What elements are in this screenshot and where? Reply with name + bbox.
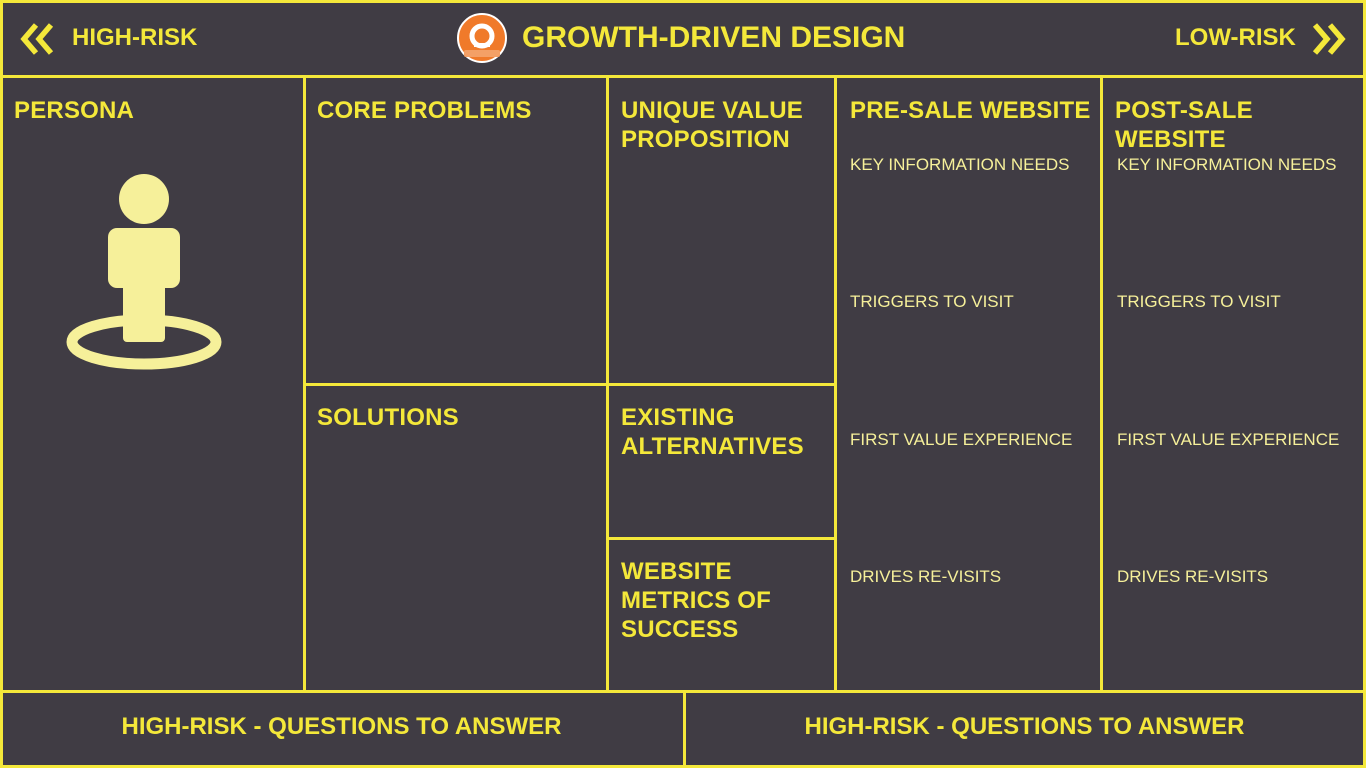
website-metrics-title-line2: METRICS OF xyxy=(621,587,771,614)
existing-alternatives-title-line1: EXISTING xyxy=(621,404,735,431)
unique-value-title-line1: UNIQUE VALUE xyxy=(621,97,803,124)
core-problems-title: CORE PROBLEMS xyxy=(317,97,532,124)
hubspot-academy-logo-icon xyxy=(457,13,507,63)
persona-title: PERSONA xyxy=(14,97,135,124)
double-chevron-right-icon xyxy=(1312,23,1346,55)
persona-cell xyxy=(0,75,306,693)
pre-sale-item: KEY INFORMATION NEEDS xyxy=(850,155,1070,174)
existing-alternatives-title-line2: ALTERNATIVES xyxy=(621,433,804,460)
post-sale-item: TRIGGERS TO VISIT xyxy=(1117,292,1281,311)
header-right-label: LOW-RISK xyxy=(1175,24,1296,51)
website-metrics-title-line1: WEBSITE xyxy=(621,558,732,585)
pre-sale-item: TRIGGERS TO VISIT xyxy=(850,292,1014,311)
post-sale-item: KEY INFORMATION NEEDS xyxy=(1117,155,1337,174)
header-left-label: HIGH-RISK xyxy=(72,24,198,51)
person-on-platform-icon xyxy=(66,174,222,370)
footer-right-cell xyxy=(683,690,1366,768)
post-sale-title: POST-SALE WEBSITE xyxy=(1115,97,1253,153)
page-title: GROWTH-DRIVEN DESIGN xyxy=(522,21,906,54)
double-chevron-left-icon xyxy=(20,23,54,55)
pre-sale-item: FIRST VALUE EXPERIENCE xyxy=(850,430,1073,449)
footer-left-label: HIGH-RISK - QUESTIONS TO ANSWER xyxy=(121,713,562,740)
unique-value-title-line2: PROPOSITION xyxy=(621,126,790,153)
footer-right-label: HIGH-RISK - QUESTIONS TO ANSWER xyxy=(804,713,1245,740)
post-sale-item: FIRST VALUE EXPERIENCE xyxy=(1117,430,1340,449)
pre-sale-item: DRIVES RE-VISITS xyxy=(850,567,1002,586)
pre-sale-title: PRE-SALE WEBSITE xyxy=(850,97,1091,124)
post-sale-item: DRIVES RE-VISITS xyxy=(1117,567,1269,586)
solutions-title: SOLUTIONS xyxy=(317,404,459,431)
website-metrics-title-line3: SUCCESS xyxy=(621,616,739,643)
